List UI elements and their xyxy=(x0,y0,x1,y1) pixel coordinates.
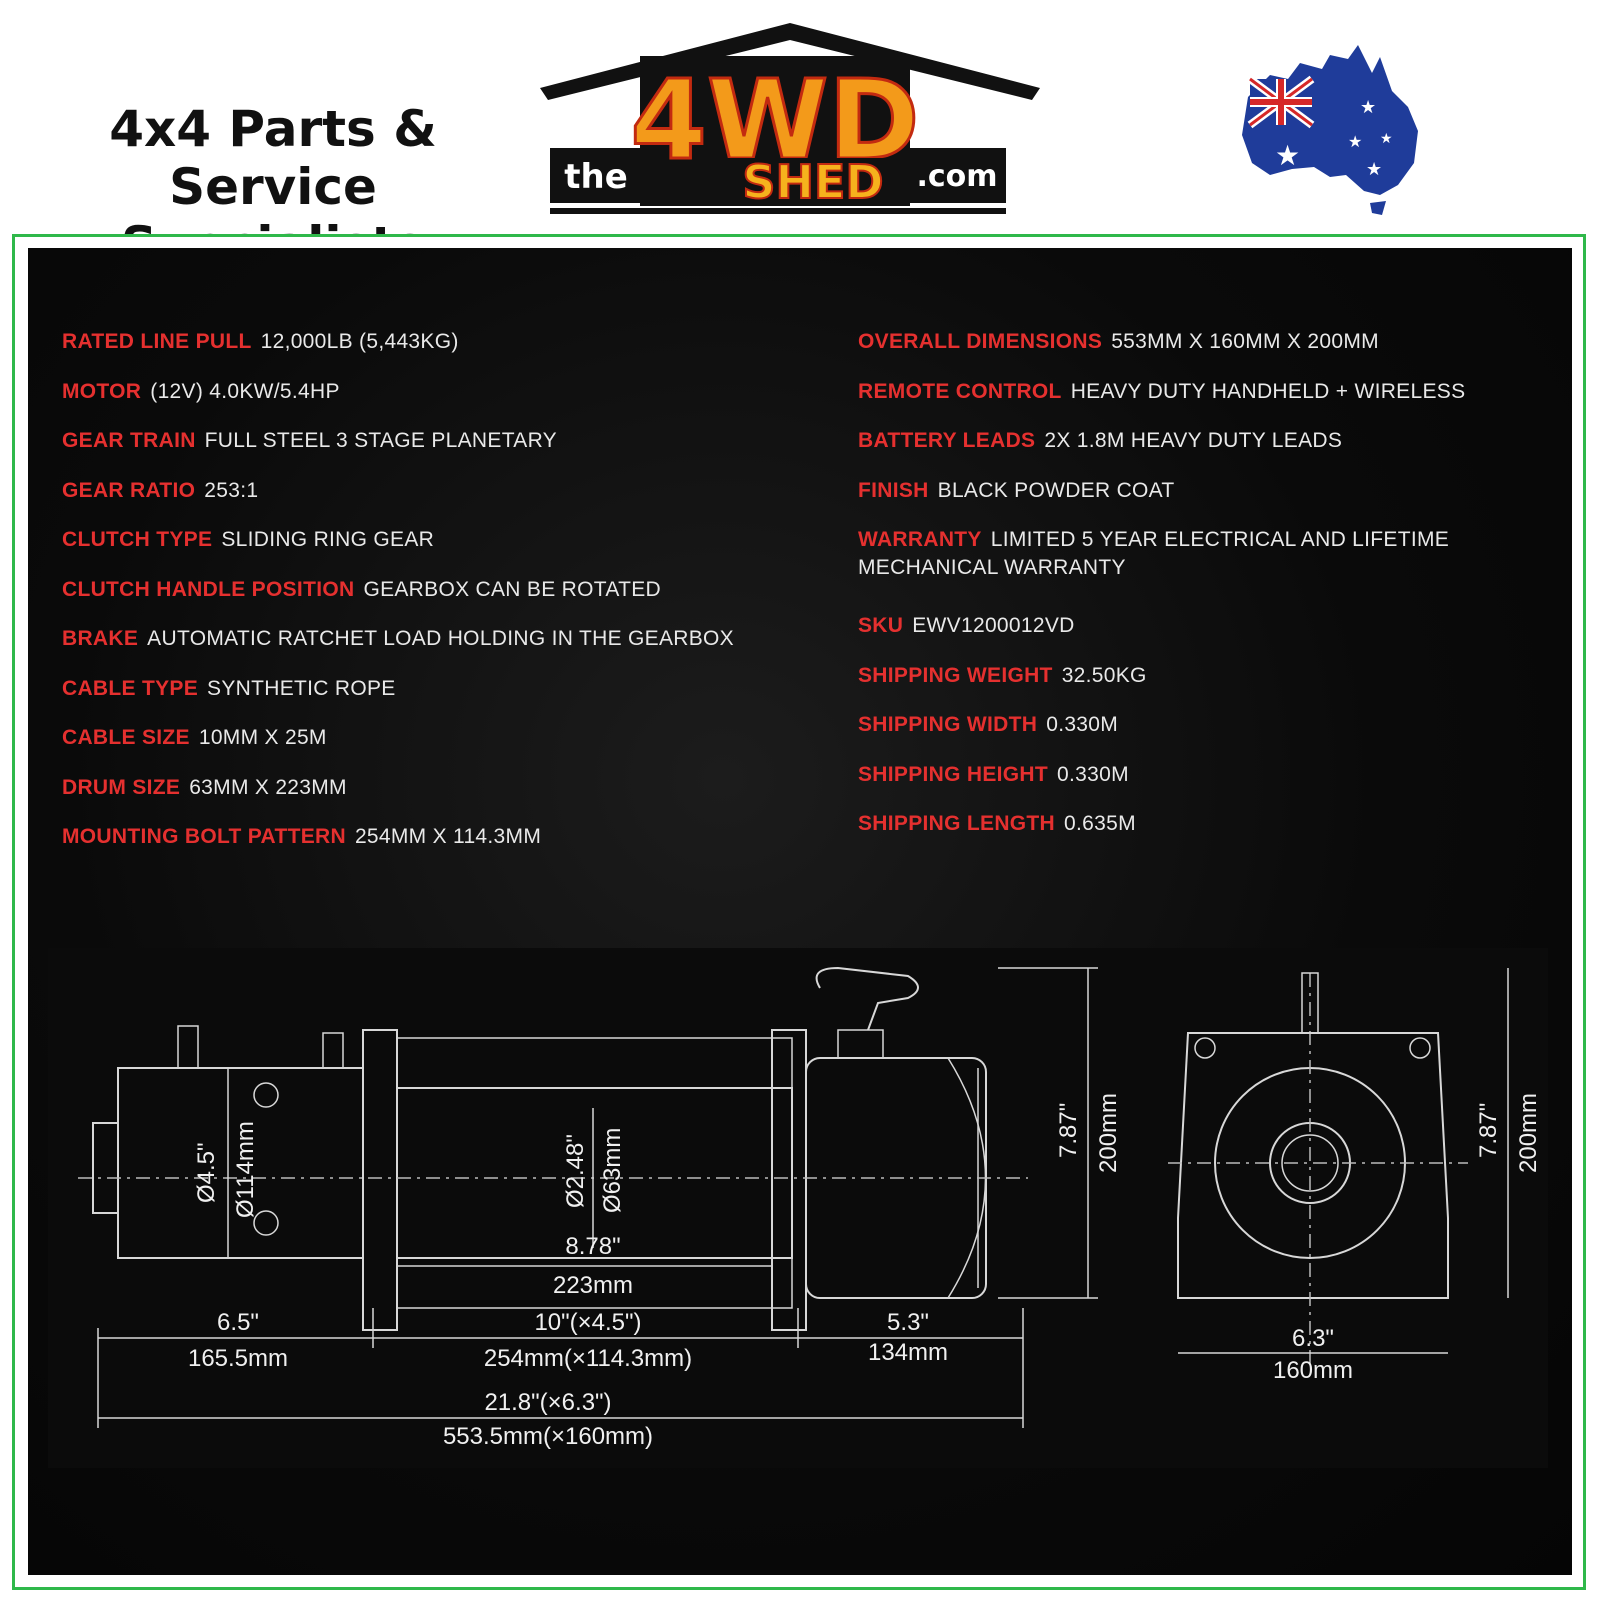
the4wdshed-logo[interactable]: the 4WD SHED .com xyxy=(540,18,1040,223)
australia-flag-map-icon: ★ ★ ★ ★ ★ xyxy=(1230,35,1430,215)
spec-label: BATTERY LEADS xyxy=(858,429,1036,452)
spec-label: SHIPPING WIDTH xyxy=(858,713,1038,736)
svg-text:★: ★ xyxy=(1380,131,1393,147)
spec-row: BATTERY LEADS 2X 1.8M HEAVY DUTY LEADS xyxy=(858,427,1548,477)
spec-value: GEARBOX CAN BE ROTATED xyxy=(363,577,661,601)
motor-length-in: 6.5" xyxy=(217,1309,259,1336)
spec-row: SKU EWV1200012VD xyxy=(858,612,1548,662)
spec-row: CABLE SIZE 10MM X 25M xyxy=(62,724,832,774)
bolt-pattern-mm: 254mm(×114.3mm) xyxy=(484,1345,692,1372)
spec-label: GEAR RATIO xyxy=(62,478,196,502)
spec-label: SHIPPING HEIGHT xyxy=(858,762,1049,786)
motor-length-mm: 165.5mm xyxy=(188,1345,288,1372)
spec-label: RATED LINE PULL xyxy=(62,330,252,353)
spec-label: SHIPPING LENGTH xyxy=(858,812,1056,835)
spec-value: BLACK POWDER COAT xyxy=(937,478,1175,502)
drum-diameter-mm: Ø63mm xyxy=(599,1128,626,1213)
svg-text:★: ★ xyxy=(1360,97,1376,118)
spec-value: EWV1200012VD xyxy=(912,614,1075,637)
drum-length-mm: 223mm xyxy=(553,1272,633,1299)
spec-list-left: RATED LINE PULL 12,000LB (5,443KG) MOTOR (… xyxy=(62,328,832,873)
spec-label: DRUM SIZE xyxy=(62,775,181,799)
tagline-line-1: 4x4 Parts & Service xyxy=(109,100,437,216)
spec-value: 0.635M xyxy=(1064,812,1136,835)
spec-value: 254MM X 114.3MM xyxy=(354,825,542,848)
spec-row: FINISH BLACK POWDER COAT xyxy=(858,477,1548,527)
spec-panel: RATED LINE PULL 12,000LB (5,443KG) MOTOR (… xyxy=(28,248,1572,1575)
spec-label: CABLE TYPE xyxy=(62,676,199,700)
spec-value: SYNTHETIC ROPE xyxy=(207,676,396,700)
height-in: 7.87" xyxy=(1055,1103,1082,1158)
spec-label: FINISH xyxy=(858,478,929,502)
spec-label: REMOTE CONTROL xyxy=(858,379,1062,403)
spec-row: GEAR TRAIN FULL STEEL 3 STAGE PLANETARY xyxy=(62,427,832,477)
svg-text:★: ★ xyxy=(1275,139,1300,172)
spec-value: FULL STEEL 3 STAGE PLANETARY xyxy=(204,429,557,452)
motor-diameter-mm: Ø114mm xyxy=(232,1121,259,1218)
svg-text:★: ★ xyxy=(1348,132,1362,151)
spec-row: BRAKE AUTOMATIC RATCHET LOAD HOLDING IN T… xyxy=(62,625,832,675)
drum-length-in: 8.78" xyxy=(565,1233,620,1260)
spec-row: RATED LINE PULL 12,000LB (5,443KG) xyxy=(62,328,832,378)
gearbox-length-mm: 134mm xyxy=(868,1339,948,1366)
spec-label: WARRANTY xyxy=(858,528,982,551)
spec-row: MOUNTING BOLT PATTERN 254MM X 114.3MM xyxy=(62,823,832,873)
spec-label: CABLE SIZE xyxy=(62,726,190,749)
spec-label: CLUTCH TYPE xyxy=(62,528,213,551)
spec-label: MOUNTING BOLT PATTERN xyxy=(62,825,346,848)
spec-row: DRUM SIZE 63MM X 223MM xyxy=(62,774,832,824)
svg-text:★: ★ xyxy=(1366,159,1382,180)
spec-label: CLUTCH HANDLE POSITION xyxy=(62,577,355,601)
spec-value: (12V) 4.0KW/5.4HP xyxy=(150,379,340,403)
bolt-pattern-in: 10"(×4.5") xyxy=(534,1309,641,1336)
spec-value: 0.330M xyxy=(1057,762,1129,786)
spec-row: SHIPPING LENGTH 0.635M xyxy=(858,810,1548,860)
spec-label: BRAKE xyxy=(62,627,139,650)
total-length-mm: 553.5mm(×160mm) xyxy=(443,1423,653,1450)
logo-com: .com xyxy=(916,159,997,194)
spec-value: 63MM X 223MM xyxy=(189,775,347,799)
spec-value: 10MM X 25M xyxy=(198,726,327,749)
end-width-mm: 160mm xyxy=(1273,1357,1353,1384)
end-height-in: 7.87" xyxy=(1475,1103,1502,1158)
spec-row: SHIPPING WIDTH 0.330M xyxy=(858,711,1548,761)
motor-diameter-in: Ø4.5" xyxy=(193,1142,220,1203)
spec-value: SLIDING RING GEAR xyxy=(221,528,435,551)
spec-row: REMOTE CONTROL HEAVY DUTY HANDHELD + WIRE… xyxy=(858,378,1548,428)
end-height-mm: 200mm xyxy=(1515,1093,1542,1173)
spec-value: 2X 1.8M HEAVY DUTY LEADS xyxy=(1044,429,1343,452)
spec-row: SHIPPING HEIGHT 0.330M xyxy=(858,761,1548,811)
spec-row: OVERALL DIMENSIONS 553MM X 160MM X 200MM xyxy=(858,328,1548,378)
spec-label: OVERALL DIMENSIONS xyxy=(858,330,1103,353)
spec-row: CLUTCH HANDLE POSITION GEARBOX CAN BE ROT… xyxy=(62,576,832,626)
spec-label: GEAR TRAIN xyxy=(62,429,196,452)
logo-the: the xyxy=(564,157,628,197)
spec-row: CABLE TYPE SYNTHETIC ROPE xyxy=(62,675,832,725)
winch-dimension-drawing: Ø4.5" Ø114mm Ø2.48" Ø63mm 8.78" 223mm 6.… xyxy=(48,948,1548,1468)
drum-diameter-in: Ø2.48" xyxy=(562,1134,589,1208)
spec-value: AUTOMATIC RATCHET LOAD HOLDING IN THE GE… xyxy=(147,627,734,650)
spec-row: CLUTCH TYPE SLIDING RING GEAR xyxy=(62,526,832,576)
height-mm: 200mm xyxy=(1095,1093,1122,1173)
spec-label: SKU xyxy=(858,614,904,637)
spec-value: 32.50KG xyxy=(1061,663,1147,687)
spec-row: SHIPPING WEIGHT 32.50KG xyxy=(858,662,1548,712)
spec-label: MOTOR xyxy=(62,379,142,403)
spec-value: HEAVY DUTY HANDHELD + WIRELESS xyxy=(1070,379,1466,403)
spec-value: 253:1 xyxy=(204,478,259,502)
spec-row: MOTOR (12V) 4.0KW/5.4HP xyxy=(62,378,832,428)
spec-value: LIMITED 5 YEAR ELECTRICAL AND LIFETIME M… xyxy=(858,528,1450,579)
spec-label: SHIPPING WEIGHT xyxy=(858,663,1053,687)
spec-value: 0.330M xyxy=(1046,713,1119,736)
gearbox-length-in: 5.3" xyxy=(887,1309,929,1336)
spec-value: 12,000LB (5,443KG) xyxy=(260,330,459,353)
logo-shed: SHED xyxy=(742,155,883,209)
spec-value: 553MM X 160MM X 200MM xyxy=(1111,330,1379,353)
spec-row: GEAR RATIO 253:1 xyxy=(62,477,832,527)
end-width-in: 6.3" xyxy=(1292,1325,1334,1352)
total-length-in: 21.8"(×6.3") xyxy=(484,1389,611,1416)
